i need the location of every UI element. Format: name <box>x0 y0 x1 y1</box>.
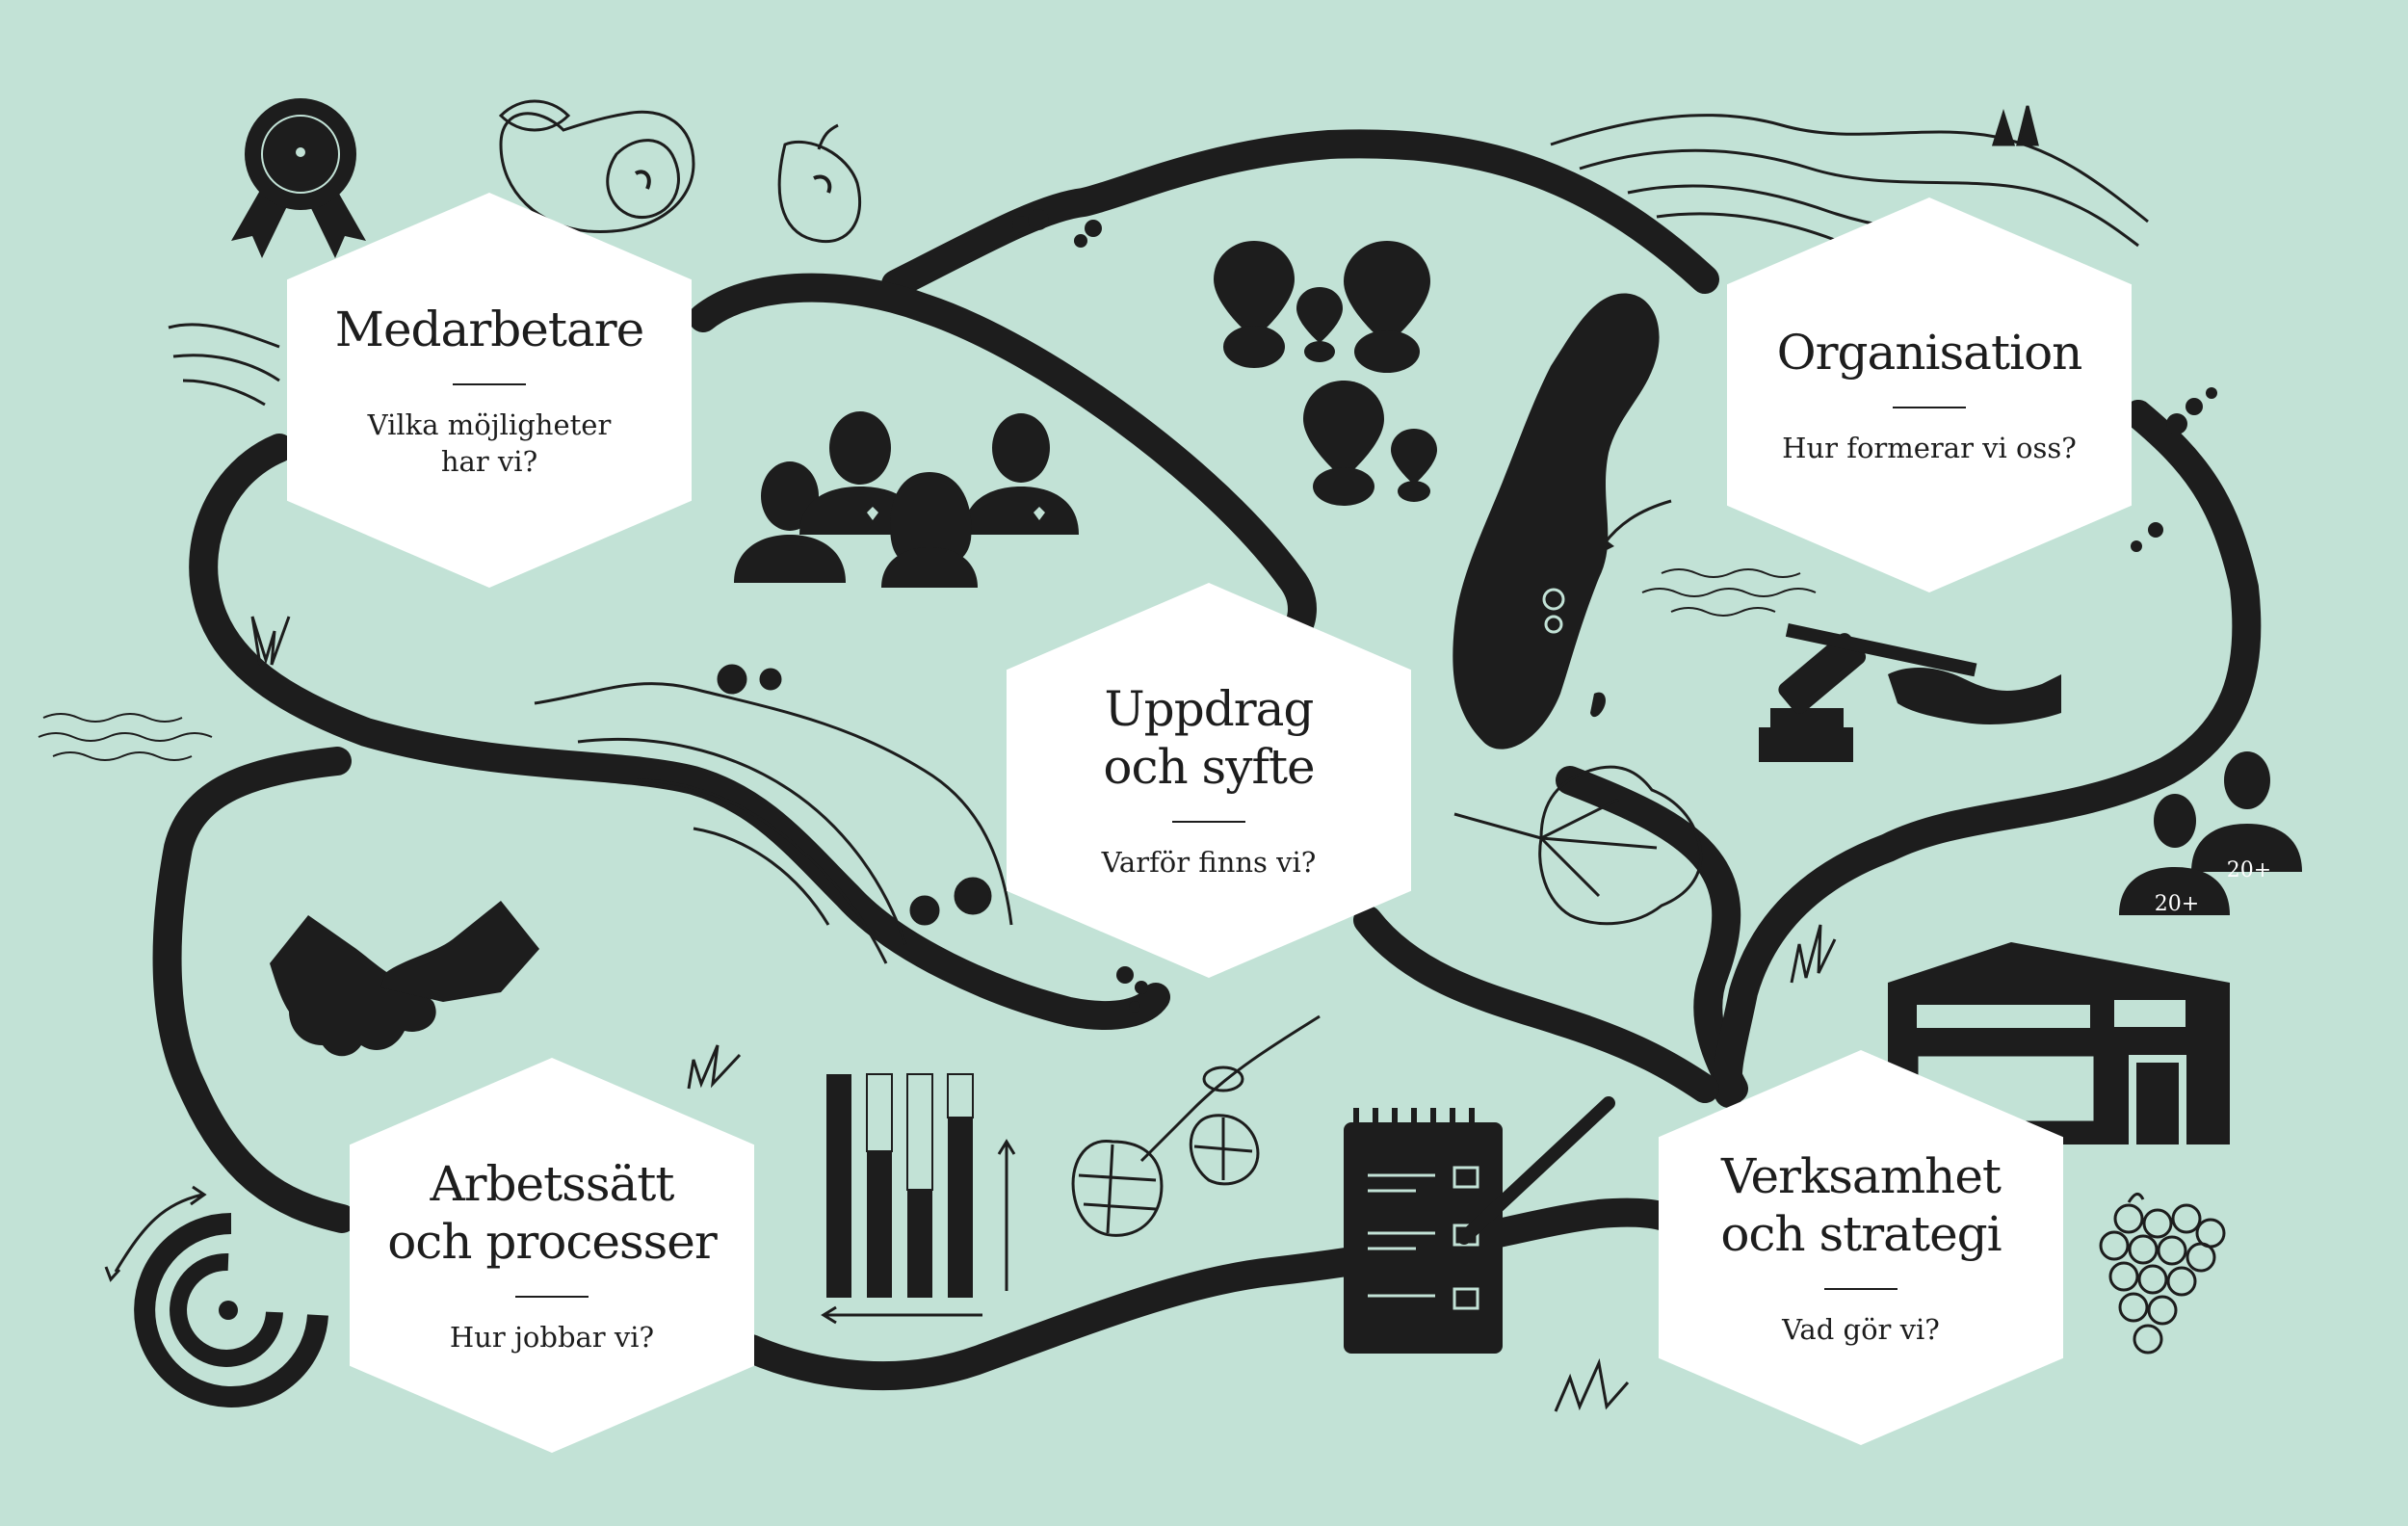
divider <box>1893 407 1966 408</box>
hexagon-card <box>1659 1050 2063 1445</box>
bar-chart-icon <box>821 1073 1016 1325</box>
divider <box>1824 1288 1898 1290</box>
handshake-icon <box>270 901 539 1057</box>
node-title: Arbetssätt och processer <box>387 1156 718 1270</box>
people-group-icon <box>734 411 1079 588</box>
grass-tuft <box>250 616 1837 1412</box>
checklist-icon <box>1344 1096 1615 1354</box>
node-medarbetare: Medarbetare Vilka möjligheter har vi? <box>287 193 692 588</box>
hexagon-card <box>1727 197 2132 592</box>
node-organisation: Organisation Hur formerar vi oss? <box>1727 197 2132 592</box>
node-title: Organisation <box>1776 325 2083 381</box>
node-uppdrag: Uppdrag och syfte Varför finns vi? <box>1007 583 1411 978</box>
people-20plus-icon: 20+ 20+ <box>2119 751 2302 916</box>
hexagon-card <box>1007 583 1411 978</box>
leaf-illustration <box>1453 765 1703 926</box>
stone-cluster <box>1012 209 2217 1013</box>
apple-illustration <box>498 99 862 244</box>
node-question: Hur jobbar vi? <box>449 1321 655 1354</box>
divider <box>453 383 526 385</box>
age-badge-b: 20+ <box>2155 892 2199 916</box>
node-question: Hur formerar vi oss? <box>1782 432 2077 464</box>
sweden-map-icon <box>1453 293 1672 750</box>
hexagon-card <box>287 193 692 588</box>
node-arbetssatt: Arbetssätt och processer Hur jobbar vi? <box>350 1058 754 1453</box>
node-title: Medarbetare <box>334 302 644 357</box>
hills-illustration <box>168 323 1013 964</box>
hexagon-card <box>350 1058 754 1453</box>
node-question: Vad gör vi? <box>1782 1313 1940 1346</box>
age-badge-a: 20+ <box>2227 858 2271 882</box>
winding-road <box>152 129 2262 1391</box>
water-lines <box>38 568 1817 761</box>
node-verksamhet: Verksamhet och strategi Vad gör vi? <box>1659 1050 2063 1445</box>
divider <box>1172 821 1245 823</box>
node-question: Varför finns vi? <box>1101 846 1317 879</box>
grapes-illustration <box>2099 1192 2226 1355</box>
map-pin-icon <box>1214 241 1437 506</box>
warehouse-icon <box>1888 942 2230 1144</box>
hops-illustration <box>1071 1014 1321 1237</box>
gavel-icon <box>1759 623 2061 762</box>
rosette-icon <box>231 98 366 258</box>
divider <box>515 1296 589 1298</box>
node-title: Verksamhet och strategi <box>1720 1148 2002 1262</box>
cycle-icon <box>104 1185 328 1408</box>
node-question: Vilka möjligheter har vi? <box>367 408 612 478</box>
node-title: Uppdrag och syfte <box>1103 681 1315 795</box>
